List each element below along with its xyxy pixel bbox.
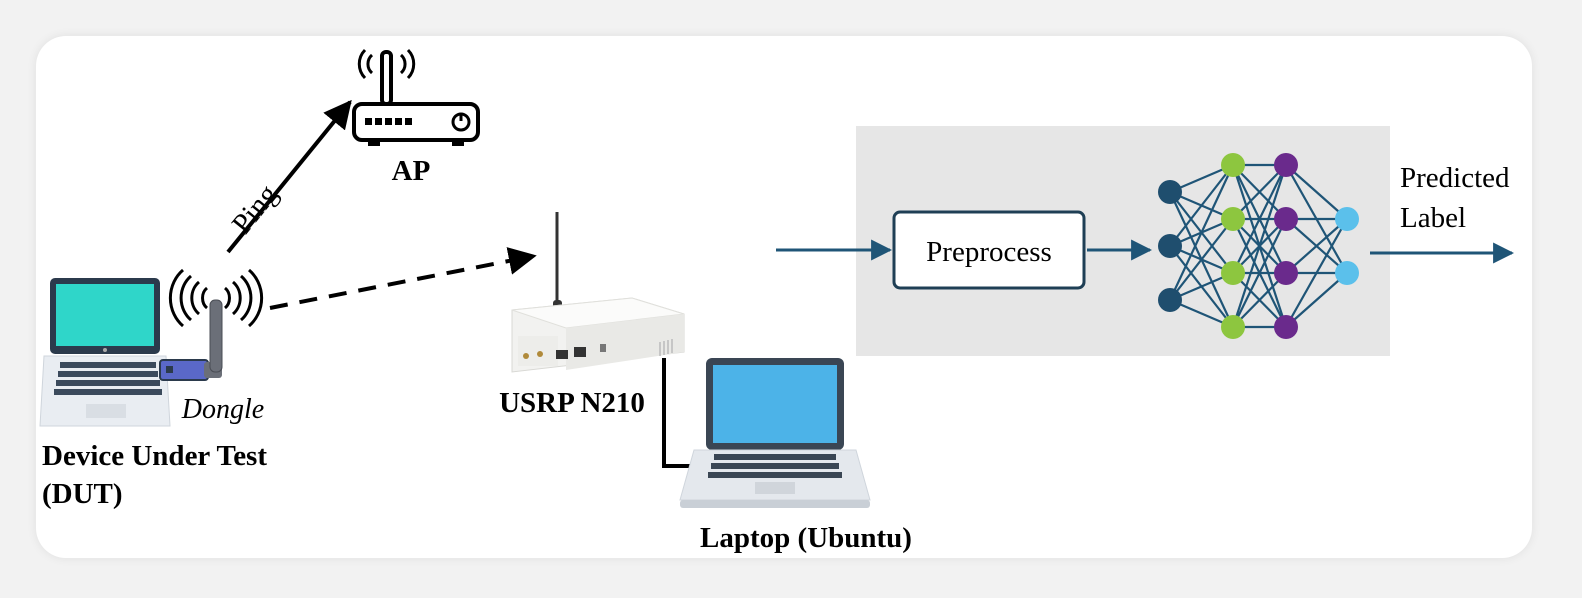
nn-connection (1285, 272, 1348, 328)
neural-network-icon (1158, 153, 1359, 339)
nn-node (1158, 180, 1182, 204)
nn-connection (1169, 218, 1234, 301)
nn-node (1335, 261, 1359, 285)
nn-connection (1232, 218, 1287, 328)
ping-label: Ping (226, 179, 284, 240)
nn-connection (1285, 218, 1348, 274)
nn-node (1158, 288, 1182, 312)
nn-connection (1285, 164, 1348, 220)
predicted-label-line1: Predicted (1400, 162, 1510, 194)
nn-connection (1232, 272, 1287, 328)
nn-connection (1169, 164, 1234, 247)
wifi-signal-icon (168, 268, 264, 328)
usb-dongle-icon (159, 299, 223, 381)
dongle-label: Dongle (181, 394, 264, 425)
dut-label-line1: Device Under Test (42, 440, 267, 472)
nn-node (1221, 315, 1245, 339)
laptop-label: Laptop (Ubuntu) (700, 522, 912, 554)
rf-capture-arrow (269, 247, 537, 310)
preprocess-box (892, 210, 1086, 290)
dut-label-line2: (DUT) (42, 478, 123, 510)
usrp-device-icon (511, 297, 685, 373)
router-icon (352, 48, 480, 146)
nn-node (1335, 207, 1359, 231)
preprocess-label: Preprocess (926, 236, 1052, 268)
usrp-label: USRP N210 (499, 387, 645, 419)
nn-node (1221, 261, 1245, 285)
nn-connection (1232, 164, 1287, 274)
nn-node (1221, 207, 1245, 231)
nn-connection (1231, 164, 1288, 328)
usrp-laptop-cable (662, 358, 700, 468)
nn-node (1274, 207, 1298, 231)
nn-node (1274, 261, 1298, 285)
laptop-icon (679, 358, 871, 508)
nn-node (1274, 153, 1298, 177)
ap-label: AP (392, 155, 431, 187)
nn-node (1221, 153, 1245, 177)
laptop-icon (39, 278, 171, 427)
nn-node (1274, 315, 1298, 339)
ping-arrow (226, 99, 352, 254)
nn-connection (1232, 164, 1287, 220)
nn-node (1158, 234, 1182, 258)
predicted-label-line2: Label (1400, 202, 1466, 234)
nn-connection (1169, 164, 1234, 301)
nn-connection (1285, 218, 1348, 328)
